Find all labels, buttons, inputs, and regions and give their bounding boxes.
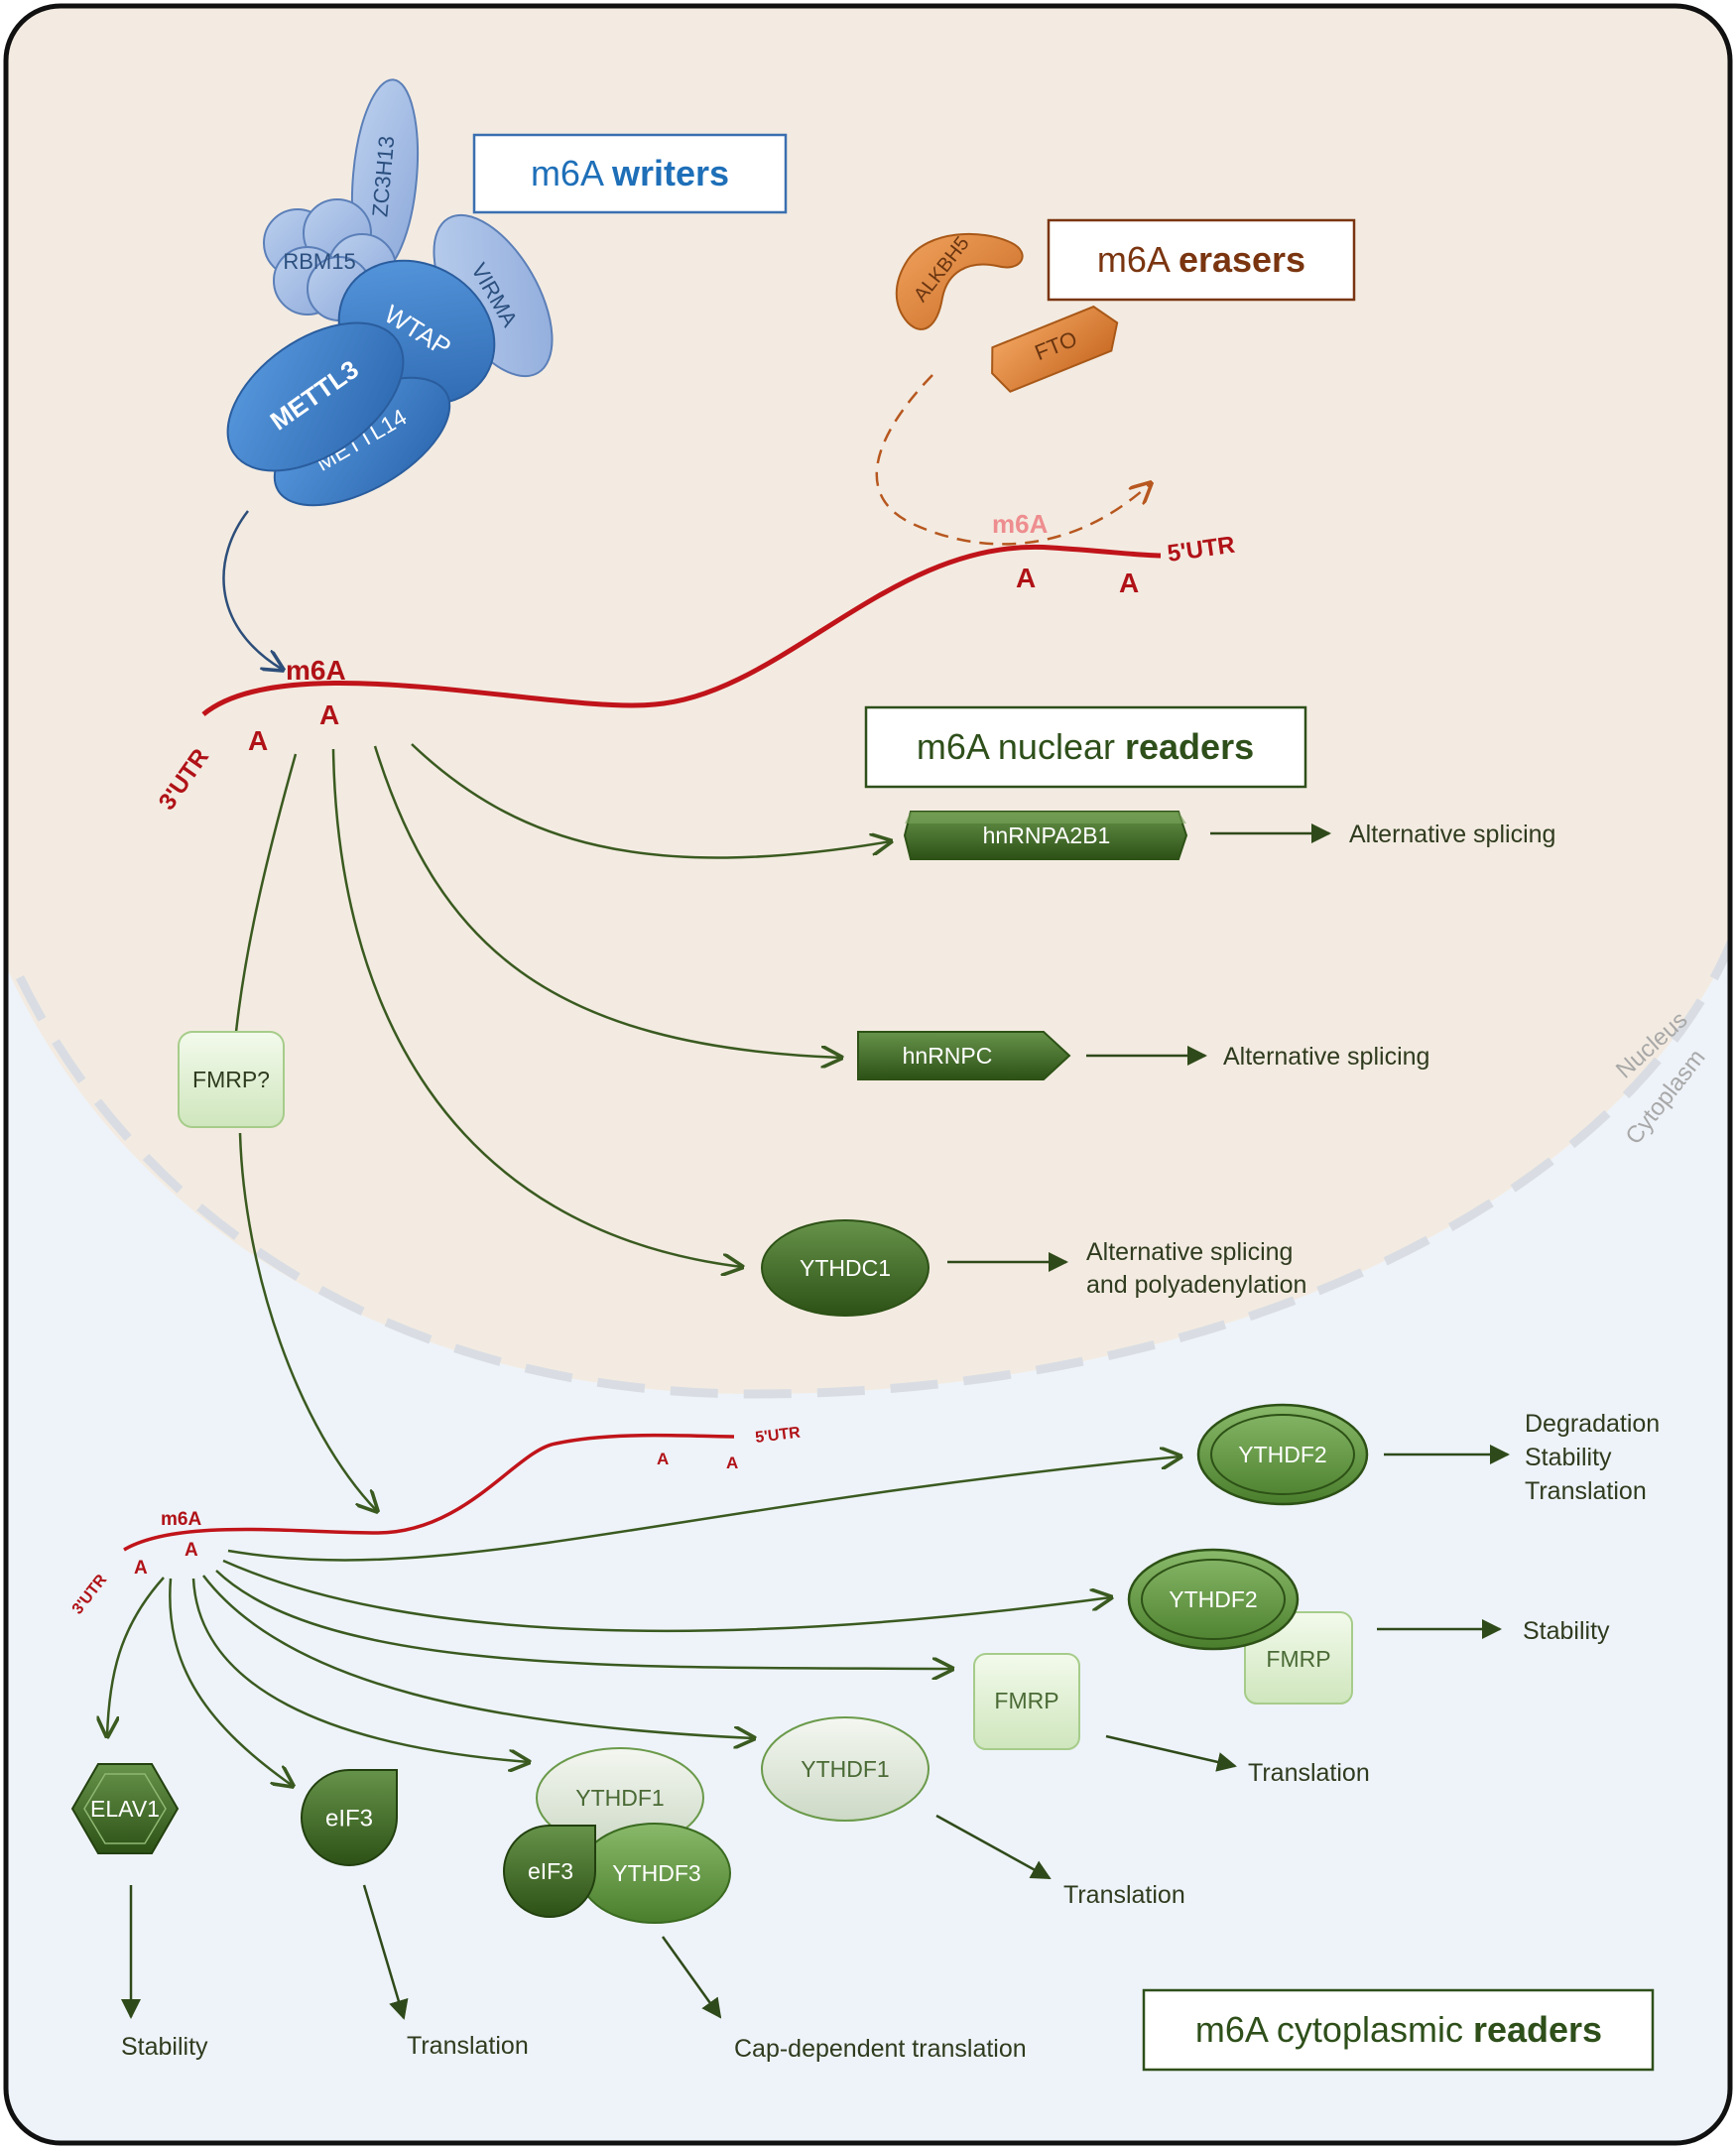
svg-text:hnRNPA2B1: hnRNPA2B1 xyxy=(983,822,1111,848)
erasers-box-bold: erasers xyxy=(1178,239,1305,280)
svg-text:YTHDC1: YTHDC1 xyxy=(800,1255,891,1281)
complex-eif3 xyxy=(503,1825,596,1918)
eraser-arrow xyxy=(875,374,1151,546)
arrow-to-fmrp xyxy=(215,1570,952,1669)
arrow-to-ythdf1 xyxy=(202,1575,754,1738)
arrow-to-ythdc1 xyxy=(331,748,742,1267)
elav1-reader: ELAV1 xyxy=(70,1763,180,1854)
fmrp-reader: FMRP xyxy=(973,1653,1080,1750)
nuclear-readers-box: m6A nuclear readers xyxy=(864,705,1307,789)
cyto-a-label-4: A xyxy=(726,1454,738,1472)
erasers-box: m6A erasers xyxy=(1047,218,1356,302)
hnrnpc-function: Alternative splicing xyxy=(1223,1043,1429,1071)
ythdf2-a-function-2: Stability xyxy=(1525,1444,1612,1471)
writers-box-prefix: m6A xyxy=(531,153,612,193)
ythdc1-function-line-2: and polyadenylation xyxy=(1086,1271,1306,1299)
writers-box-bold: writers xyxy=(611,153,729,193)
arrow-to-ythdf2-b xyxy=(222,1559,1111,1633)
svg-text:hnRNPC: hnRNPC xyxy=(903,1043,993,1069)
arrow-fmrp-to-cytoplasm xyxy=(238,1132,377,1511)
nuclear-readers-box-bold: readers xyxy=(1125,726,1254,767)
nuclear-a-label-2: A xyxy=(319,699,339,730)
nuclear-m6a-label: m6A xyxy=(286,655,346,686)
cytoplasmic-readers-box-prefix: m6A cytoplasmic xyxy=(1195,2009,1473,2050)
nucleus-background xyxy=(6,6,1730,1394)
elav1-function: Stability xyxy=(121,2033,208,2061)
fmrp-question-box: FMRP? xyxy=(178,1031,285,1128)
complex-ythdf3-label: YTHDF3 xyxy=(612,1860,700,1886)
cytoplasmic-readers-box-bold: readers xyxy=(1473,2009,1602,2050)
hnrnpa2b1-function: Alternative splicing xyxy=(1349,821,1555,848)
nuclear-mrna: 3'UTR m6A A A m6A A A 5'UTR xyxy=(154,509,1237,815)
cyto-a-label-1: A xyxy=(134,1558,148,1579)
cyto-utr5-label: 5'UTR xyxy=(754,1424,802,1446)
complex-ythdf1-label: YTHDF1 xyxy=(575,1785,664,1811)
ythdf2-a-function-1: Degradation xyxy=(1525,1410,1660,1438)
svg-text:RBM15: RBM15 xyxy=(283,249,355,274)
cytoplasmic-readers-box: m6A cytoplasmic readers xyxy=(1142,1988,1655,2072)
cyto-m6a-label: m6A xyxy=(161,1509,201,1530)
svg-text:m6A nuclear readers: m6A nuclear readers xyxy=(917,726,1254,767)
rbm15-protein: RBM15 xyxy=(263,198,397,321)
writer-complex: ZC3H13 VIRMA RBM15 WTAP METTL14 METTL3 xyxy=(226,78,554,507)
ythdf1-function: Translation xyxy=(1063,1881,1185,1909)
frame xyxy=(3,3,1733,2146)
hnrnpa2b1-reader: hnRNPA2B1 xyxy=(903,811,1188,860)
svg-text:YTHDF1: YTHDF1 xyxy=(801,1756,889,1782)
svg-text:FMRP?: FMRP? xyxy=(192,1067,270,1092)
writers-box: m6A writers xyxy=(472,133,788,214)
ythdc1-reader: YTHDC1 xyxy=(761,1219,930,1317)
complex-eif3-label: eIF3 xyxy=(528,1858,573,1884)
arrow-ythdf1-function xyxy=(935,1814,1052,1880)
arrow-to-fmrp-question xyxy=(234,753,298,1033)
erasers-box-prefix: m6A xyxy=(1097,239,1178,280)
hnrnpc-reader: hnRNPC xyxy=(857,1031,1071,1080)
ythdf2-b-function: Stability xyxy=(1523,1617,1610,1645)
svg-text:FMRP: FMRP xyxy=(994,1688,1058,1713)
svg-text:ELAV1: ELAV1 xyxy=(90,1796,160,1822)
cyto-a-label-2: A xyxy=(185,1540,198,1561)
nuclear-a-label-4: A xyxy=(1119,568,1139,598)
ythdf2-fmrp-complex: FMRP YTHDF2 xyxy=(1127,1548,1353,1705)
ythdf2-b-label: YTHDF2 xyxy=(1169,1586,1257,1612)
fmrp-function: Translation xyxy=(1248,1759,1370,1787)
ythdf1-eif3-ythdf3-complex: YTHDF1 YTHDF3 eIF3 xyxy=(503,1747,731,1924)
arrow-complex-function xyxy=(661,1936,722,2019)
svg-text:m6A cytoplasmic readers: m6A cytoplasmic readers xyxy=(1195,2009,1602,2050)
svg-text:m6A erasers: m6A erasers xyxy=(1097,239,1305,280)
cyto-a-label-3: A xyxy=(657,1450,669,1468)
svg-text:YTHDF2: YTHDF2 xyxy=(1238,1442,1326,1467)
fto-protein: FTO xyxy=(991,305,1119,393)
arrow-to-elav1 xyxy=(107,1577,165,1736)
ythdf2-b-partner-label: FMRP xyxy=(1266,1646,1330,1672)
nuclear-a-label-1: A xyxy=(248,725,268,756)
nuclear-eraser-m6a-label: m6A xyxy=(992,509,1049,539)
complex-function: Cap-dependent translation xyxy=(734,2035,1027,2063)
arrow-to-hnrnpc xyxy=(373,745,841,1058)
ythdf2-a-reader: YTHDF2 xyxy=(1196,1403,1369,1506)
arrow-to-hnrnpa2b1 xyxy=(411,743,891,859)
arrow-to-eif3 xyxy=(169,1578,293,1786)
ythdf2-a-function-3: Translation xyxy=(1525,1477,1647,1505)
ythdc1-function-line-1: Alternative splicing xyxy=(1086,1238,1293,1266)
mettl3-protein: METTL3 xyxy=(226,321,405,472)
svg-text:m6A writers: m6A writers xyxy=(531,153,729,193)
svg-text:eIF3: eIF3 xyxy=(325,1805,373,1832)
ythdf1-reader: YTHDF1 xyxy=(761,1716,930,1822)
nuclear-readers-box-prefix: m6A nuclear xyxy=(917,726,1125,767)
arrow-to-ythdf2-a xyxy=(227,1456,1180,1562)
arrow-fmrp-function xyxy=(1105,1734,1237,1772)
writer-arrow xyxy=(222,510,283,670)
eif3-reader: eIF3 xyxy=(301,1769,398,1866)
arrow-to-complex xyxy=(191,1578,529,1762)
arrow-eif3-function xyxy=(362,1884,409,2020)
eif3-function: Translation xyxy=(407,2032,529,2060)
nuclear-a-label-3: A xyxy=(1016,563,1036,593)
